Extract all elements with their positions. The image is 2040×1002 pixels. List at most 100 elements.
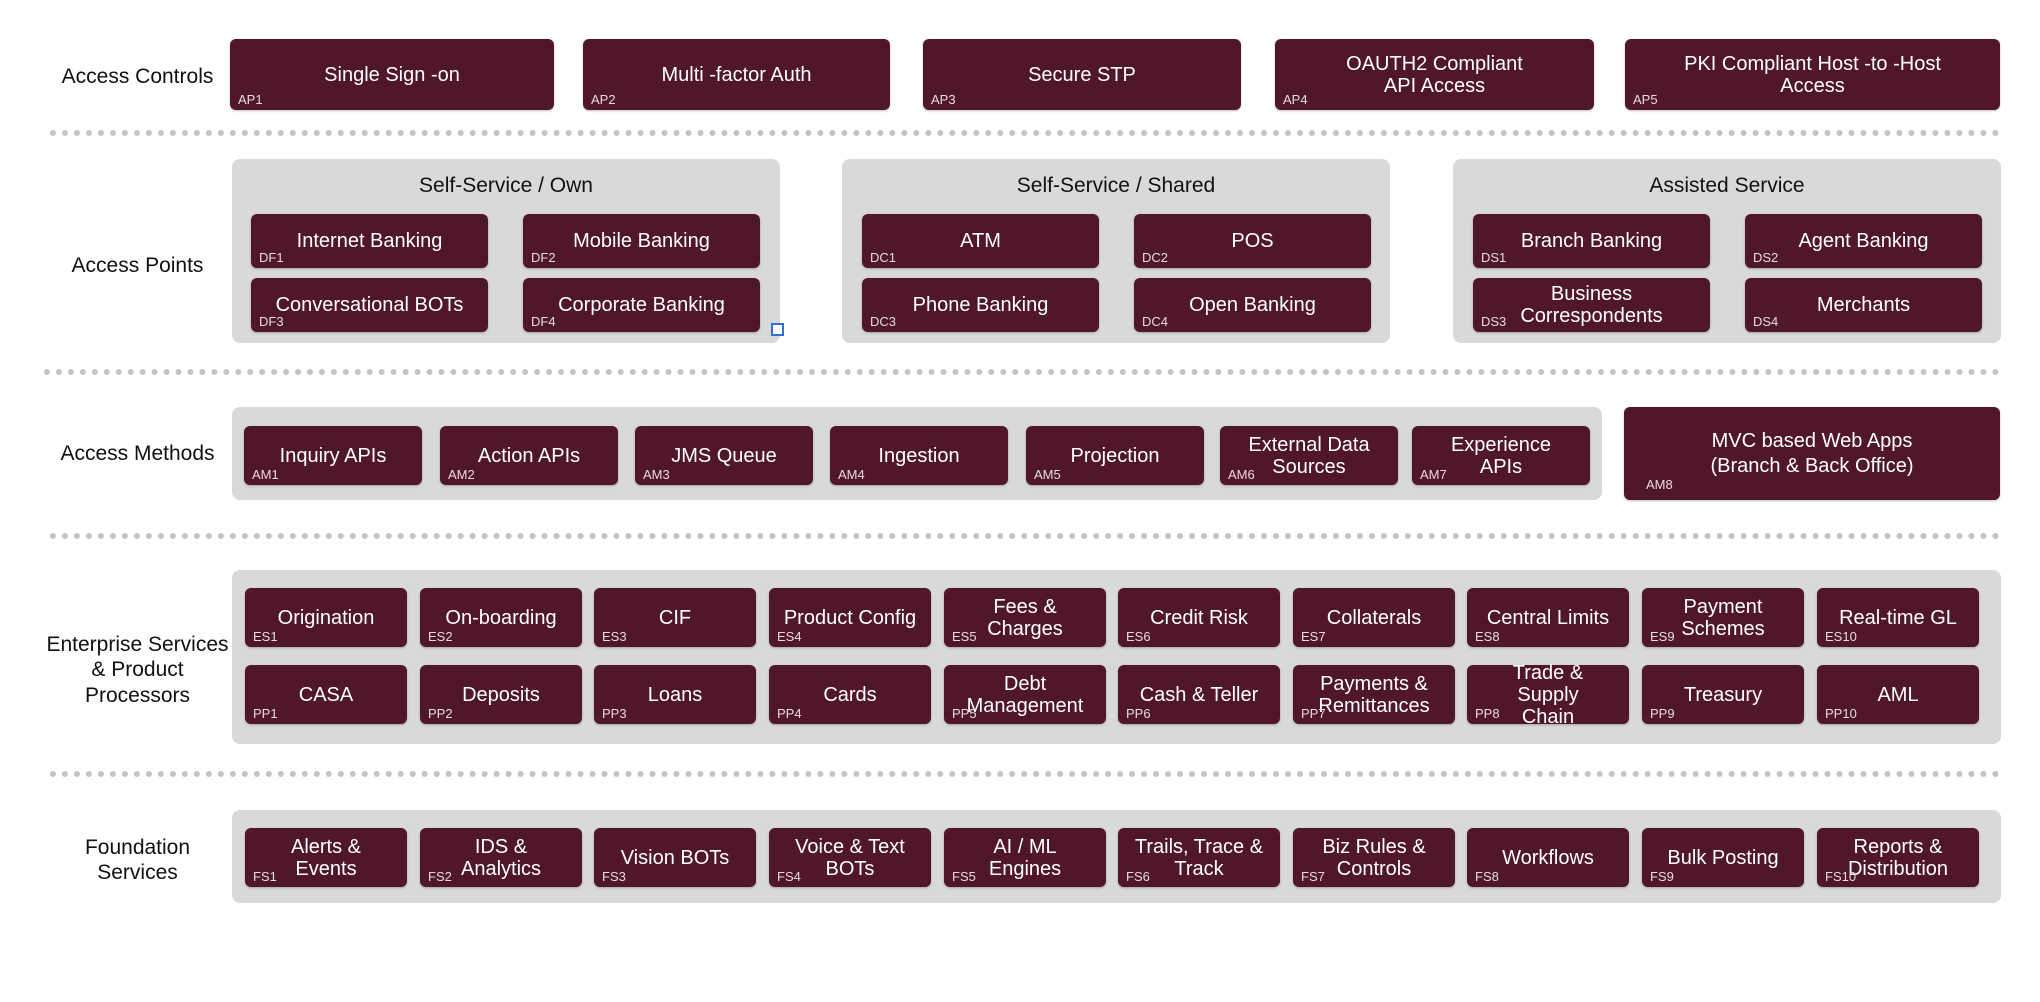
tile-df2[interactable]: Mobile Banking DF2 [523, 214, 760, 268]
tile-name: Action APIs [477, 444, 581, 467]
tile-name: CIF [658, 606, 692, 629]
divider [50, 771, 2000, 777]
tile-name: Collaterals [1326, 606, 1422, 629]
tile-pp6[interactable]: Cash & Teller PP6 [1118, 665, 1280, 724]
tile-es3[interactable]: CIF ES3 [594, 588, 756, 647]
tile-fs7[interactable]: Biz Rules & Controls FS7 [1293, 828, 1455, 887]
tile-fs4[interactable]: Voice & Text BOTs FS4 [769, 828, 931, 887]
tile-name: Secure STP [1028, 63, 1136, 86]
tile-name: Deposits [462, 683, 540, 706]
tile-ds4[interactable]: Merchants DS4 [1745, 278, 1982, 332]
tile-es1[interactable]: Origination ES1 [245, 588, 407, 647]
tile-fs1[interactable]: Alerts & Events FS1 [245, 828, 407, 887]
tile-es6[interactable]: Credit Risk ES6 [1118, 588, 1280, 647]
tile-df4[interactable]: Corporate Banking DF4 [523, 278, 760, 332]
tile-fs5[interactable]: AI / ML Engines FS5 [944, 828, 1106, 887]
tile-code: PP7 [1301, 706, 1326, 721]
tile-code: DC3 [870, 314, 897, 329]
tile-code: AM2 [448, 467, 475, 482]
tile-dc2[interactable]: POS DC2 [1134, 214, 1371, 268]
tile-es8[interactable]: Central Limits ES8 [1467, 588, 1629, 647]
tile-pp2[interactable]: Deposits PP2 [420, 665, 582, 724]
tile-code: AP1 [238, 92, 263, 107]
tile-df1[interactable]: Internet Banking DF1 [251, 214, 488, 268]
tile-ap4[interactable]: OAUTH2 Compliant API Access AP4 [1275, 39, 1594, 110]
tile-pp1[interactable]: CASA PP1 [245, 665, 407, 724]
tile-name: Workflows [1502, 846, 1594, 869]
divider [50, 130, 2000, 136]
tile-ap1[interactable]: Single Sign -on AP1 [230, 39, 554, 110]
tile-ds2[interactable]: Agent Banking DS2 [1745, 214, 1982, 268]
selection-handle[interactable] [771, 323, 784, 336]
tile-code: PP5 [952, 706, 977, 721]
tile-code: AM1 [252, 467, 279, 482]
tile-fs3[interactable]: Vision BOTs FS3 [594, 828, 756, 887]
tile-name: Experience APIs [1450, 433, 1552, 478]
tile-fs6[interactable]: Trails, Trace & Track FS6 [1118, 828, 1280, 887]
tile-pp3[interactable]: Loans PP3 [594, 665, 756, 724]
tile-fs9[interactable]: Bulk Posting FS9 [1642, 828, 1804, 887]
tile-am7[interactable]: Experience APIs AM7 [1412, 426, 1590, 485]
tile-code: DS2 [1753, 250, 1779, 265]
tile-code: AM5 [1034, 467, 1061, 482]
tile-dc4[interactable]: Open Banking DC4 [1134, 278, 1371, 332]
tile-code: DF3 [259, 314, 284, 329]
tile-code: FS7 [1301, 869, 1325, 884]
tile-am8[interactable]: MVC based Web Apps (Branch & Back Office… [1624, 407, 2000, 500]
tile-code: AM6 [1228, 467, 1255, 482]
tile-es9[interactable]: Payment Schemes ES9 [1642, 588, 1804, 647]
tile-name: Phone Banking [912, 294, 1049, 316]
tile-am4[interactable]: Ingestion AM4 [830, 426, 1008, 485]
tile-ap3[interactable]: Secure STP AP3 [923, 39, 1241, 110]
tile-am2[interactable]: Action APIs AM2 [440, 426, 618, 485]
row-label-enterprise-services: Enterprise Services & Product Processors [46, 633, 229, 707]
tile-name: MVC based Web Apps (Branch & Back Office… [1710, 429, 1914, 477]
tile-am6[interactable]: External Data Sources AM6 [1220, 426, 1398, 485]
tile-name: Payments & Remittances [1318, 672, 1430, 717]
tile-code: FS2 [428, 869, 452, 884]
tile-fs8[interactable]: Workflows FS8 [1467, 828, 1629, 887]
row-label-access-points: Access Points [71, 254, 204, 278]
tile-code: ES10 [1825, 629, 1857, 644]
tile-es10[interactable]: Real-time GL ES10 [1817, 588, 1979, 647]
row-label-access-methods: Access Methods [60, 442, 215, 466]
tile-dc1[interactable]: ATM DC1 [862, 214, 1099, 268]
tile-es2[interactable]: On-boarding ES2 [420, 588, 582, 647]
tile-code: PP3 [602, 706, 627, 721]
tile-pp5[interactable]: Debt Management PP5 [944, 665, 1106, 724]
tile-name: AI / ML Engines [988, 835, 1062, 880]
tile-pp9[interactable]: Treasury PP9 [1642, 665, 1804, 724]
tile-df3[interactable]: Conversational BOTs DF3 [251, 278, 488, 332]
tile-am3[interactable]: JMS Queue AM3 [635, 426, 813, 485]
tile-ds1[interactable]: Branch Banking DS1 [1473, 214, 1710, 268]
tile-fs10[interactable]: Reports & Distribution FS10 [1817, 828, 1979, 887]
tile-ds3[interactable]: Business Correspondents DS3 [1473, 278, 1710, 332]
tile-es7[interactable]: Collaterals ES7 [1293, 588, 1455, 647]
tile-code: ES8 [1475, 629, 1500, 644]
tile-pp8[interactable]: Trade & Supply Chain PP8 [1467, 662, 1629, 728]
tile-pp4[interactable]: Cards PP4 [769, 665, 931, 724]
tile-pp10[interactable]: AML PP10 [1817, 665, 1979, 724]
tile-ap2[interactable]: Multi -factor Auth AP2 [583, 39, 890, 110]
tile-am5[interactable]: Projection AM5 [1026, 426, 1204, 485]
tile-ap5[interactable]: PKI Compliant Host -to -Host Access AP5 [1625, 39, 2000, 110]
tile-es5[interactable]: Fees & Charges ES5 [944, 588, 1106, 647]
panel-title: Self-Service / Shared [1016, 174, 1216, 197]
tile-code: PP1 [253, 706, 278, 721]
tile-name: IDS & Analytics [460, 835, 542, 880]
tile-fs2[interactable]: IDS & Analytics FS2 [420, 828, 582, 887]
tile-name: AML [1877, 683, 1919, 706]
tile-name: Biz Rules & Controls [1322, 835, 1426, 880]
tile-name: Inquiry APIs [279, 444, 387, 467]
tile-code: DC2 [1142, 250, 1169, 265]
tile-es4[interactable]: Product Config ES4 [769, 588, 931, 647]
tile-code: PP9 [1650, 706, 1675, 721]
tile-code: ES5 [952, 629, 977, 644]
tile-dc3[interactable]: Phone Banking DC3 [862, 278, 1099, 332]
tile-code: ES7 [1301, 629, 1326, 644]
tile-pp7[interactable]: Payments & Remittances PP7 [1293, 665, 1455, 724]
tile-code: FS5 [952, 869, 976, 884]
tile-am1[interactable]: Inquiry APIs AM1 [244, 426, 422, 485]
tile-code: AM7 [1420, 467, 1447, 482]
tile-code: AM4 [838, 467, 865, 482]
